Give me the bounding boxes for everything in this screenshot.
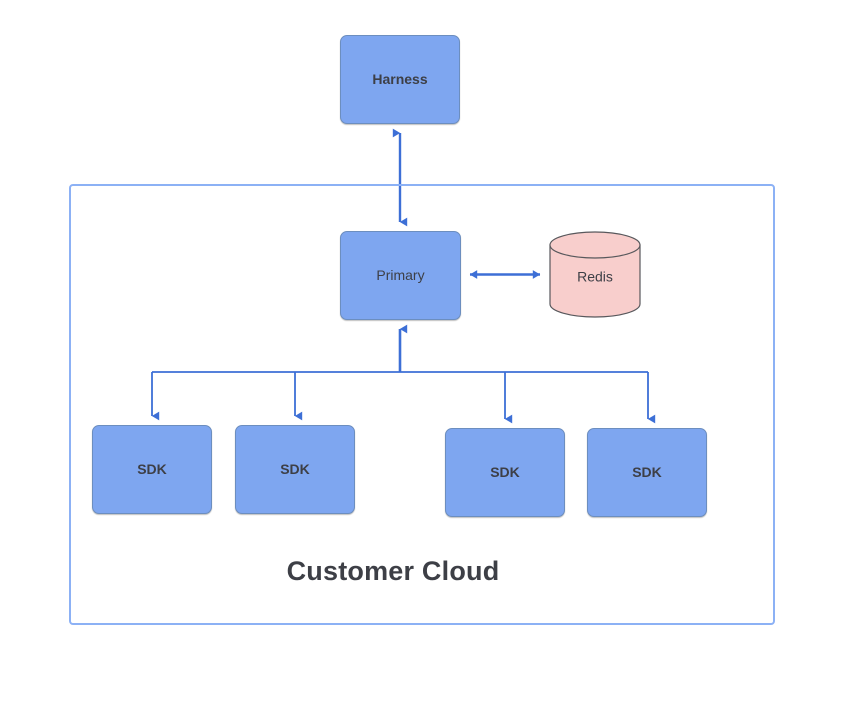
customer-cloud-container: [69, 184, 775, 625]
node-redis-label: Redis: [577, 267, 613, 284]
node-sdk-1[interactable]: SDK: [92, 425, 212, 514]
node-primary[interactable]: Primary: [340, 231, 461, 320]
node-harness-label: Harness: [372, 71, 428, 88]
node-sdk-2[interactable]: SDK: [235, 425, 355, 514]
node-sdk-4[interactable]: SDK: [587, 428, 707, 517]
node-sdk-4-label: SDK: [632, 464, 662, 481]
node-redis[interactable]: Redis: [549, 231, 641, 318]
node-harness[interactable]: Harness: [340, 35, 460, 124]
node-sdk-1-label: SDK: [137, 461, 167, 478]
node-primary-label: Primary: [376, 267, 425, 284]
customer-cloud-title: Customer Cloud: [286, 556, 500, 586]
cylinder-shape: [549, 231, 641, 318]
node-sdk-3[interactable]: SDK: [445, 428, 565, 517]
node-sdk-2-label: SDK: [280, 461, 310, 478]
node-sdk-3-label: SDK: [490, 464, 520, 481]
